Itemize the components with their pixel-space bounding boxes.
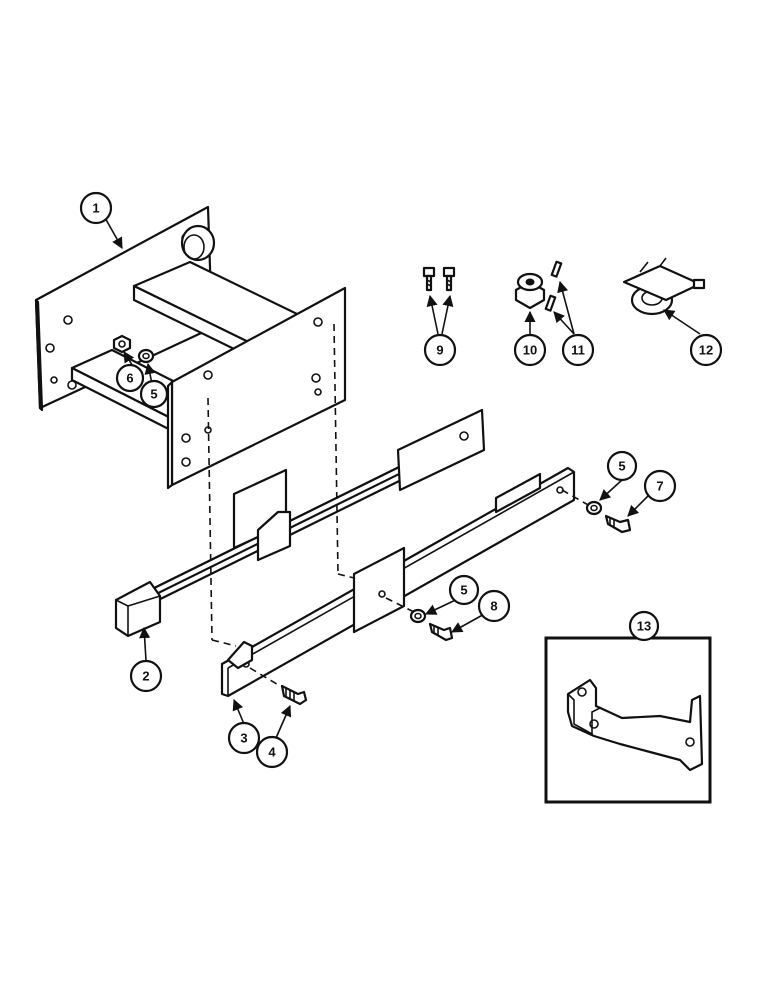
- svg-text:13: 13: [637, 619, 651, 634]
- detail-inset-part13: [544, 636, 712, 804]
- clevis-part12: [622, 257, 706, 316]
- callout-2: 2: [129, 659, 163, 693]
- callout-5-mid: 5: [448, 574, 480, 606]
- callout-4: 4: [255, 735, 289, 769]
- alignment-lines: [207, 323, 591, 687]
- svg-text:3: 3: [240, 731, 247, 746]
- callout-7: 7: [643, 469, 677, 503]
- callout-9: 9: [423, 333, 457, 367]
- callout-3: 3: [227, 721, 261, 755]
- clamp-block-part10: [514, 272, 546, 310]
- svg-text:11: 11: [571, 343, 585, 358]
- set-screws-part11: [544, 260, 563, 312]
- callout-11: 11: [561, 333, 595, 367]
- svg-text:12: 12: [699, 343, 713, 358]
- svg-text:5: 5: [150, 387, 157, 402]
- upper-slide-bar: [114, 408, 486, 638]
- svg-text:7: 7: [656, 479, 663, 494]
- svg-text:6: 6: [126, 371, 133, 386]
- svg-text:4: 4: [268, 745, 276, 760]
- svg-text:8: 8: [490, 599, 497, 614]
- svg-text:2: 2: [142, 669, 149, 684]
- callout-10: 10: [513, 333, 547, 367]
- svg-text:5: 5: [618, 459, 625, 474]
- bolts-and-washers: [280, 500, 632, 706]
- svg-text:1: 1: [92, 201, 99, 216]
- callout-13: 13: [628, 610, 660, 642]
- callout-1: 1: [79, 191, 113, 225]
- callout-6: 6: [115, 363, 145, 393]
- callout-12: 12: [689, 333, 723, 367]
- svg-text:10: 10: [523, 343, 537, 358]
- callout-8: 8: [477, 589, 511, 623]
- mounting-frame: [34, 205, 347, 490]
- callout-5-right: 5: [606, 450, 638, 482]
- svg-text:5: 5: [460, 583, 467, 598]
- svg-text:9: 9: [436, 343, 443, 358]
- bolt-pair-part9: [422, 266, 456, 292]
- callout-5-frame: 5: [139, 379, 169, 409]
- lower-slide-bar: [220, 466, 576, 698]
